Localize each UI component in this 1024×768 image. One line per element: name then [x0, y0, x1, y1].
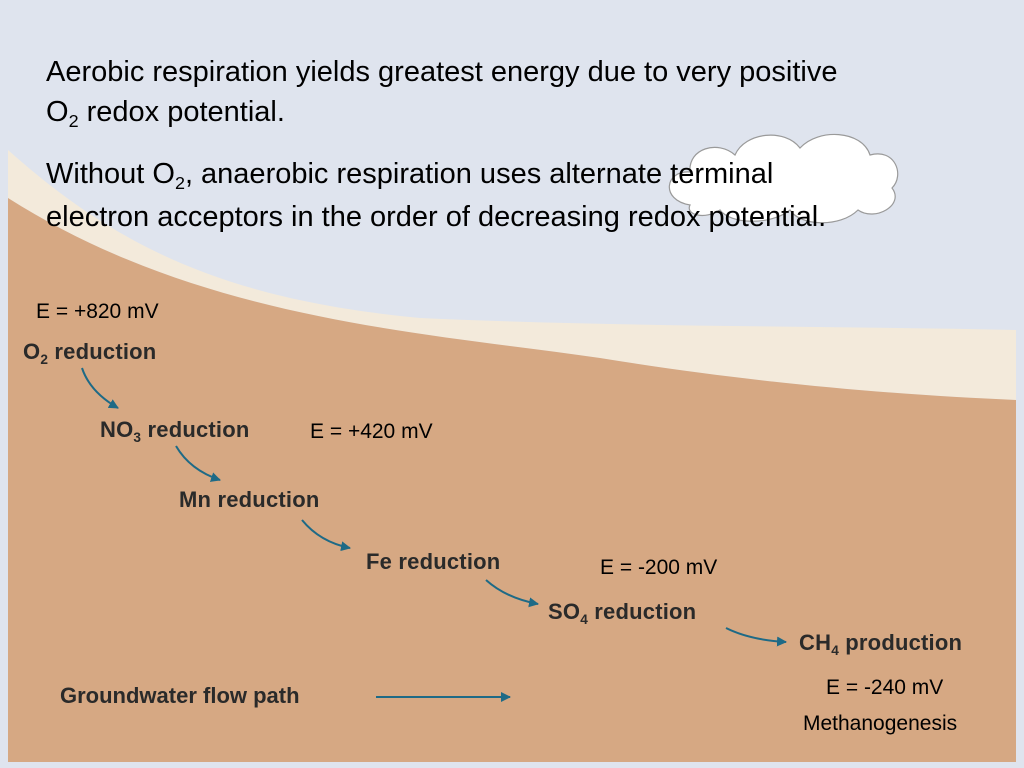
aerobic-line-1: Aerobic respiration yields greatest ener… — [46, 56, 838, 88]
aerobic-line-2-rest: redox potential. — [78, 96, 285, 128]
energy-no3: E = +420 mV — [310, 420, 433, 443]
step-o2-symbol: O — [23, 339, 41, 364]
step-ch4-symbol: CH — [799, 630, 832, 655]
arrow-no3-to-mn — [175, 445, 221, 482]
step-o2-reduction: O2 reduction — [23, 339, 157, 367]
step-ch4-production: CH4 production — [799, 630, 963, 658]
topsoil-layer — [8, 150, 1016, 400]
step-no3-subscript: 3 — [133, 429, 142, 445]
step-ch4-text: production — [838, 630, 963, 655]
soil-ground — [8, 198, 1016, 762]
o2-subscript: 2 — [68, 111, 79, 132]
arrow-mn-to-fe — [301, 519, 351, 552]
step-mn-reduction: Mn reduction — [179, 487, 320, 512]
step-so4-text: reduction — [587, 599, 697, 624]
step-so4-symbol: SO — [548, 599, 581, 624]
step-fe-reduction: Fe reduction — [366, 549, 501, 574]
energy-o2: E = +820 mV — [36, 300, 159, 323]
arrow-o2-to-no3 — [81, 367, 119, 409]
o2-symbol: O — [46, 96, 69, 128]
methanogenesis-label: Methanogenesis — [803, 712, 958, 735]
step-no3-text: reduction — [141, 417, 250, 442]
anaerobic-paragraph: Without O2, anaerobic respiration uses a… — [46, 154, 826, 237]
step-ch4-subscript: 4 — [831, 642, 839, 658]
anaerobic-line-2: electron acceptors in the order of decre… — [46, 201, 827, 233]
energy-ch4: E = -240 mV — [826, 676, 944, 699]
anaerobic-line-1-start: Without O — [46, 158, 175, 190]
arrow-so4-to-ch4 — [725, 627, 787, 647]
arrow-fe-to-so4 — [485, 579, 539, 608]
step-no3-reduction: NO3 reduction — [100, 417, 250, 445]
step-o2-subscript: 2 — [40, 351, 49, 367]
anaerobic-line-1: Without O2, anaerobic respiration uses a… — [46, 154, 826, 197]
cloud — [668, 134, 899, 224]
anaerobic-line-1-rest: , anaerobic respiration uses alternate t… — [184, 158, 774, 190]
o2-subscript-2: 2 — [174, 173, 185, 194]
step-so4-reduction: SO4 reduction — [548, 599, 697, 627]
energy-fe: E = -200 mV — [600, 556, 718, 579]
step-no3-symbol: NO — [100, 417, 134, 442]
step-o2-text: reduction — [48, 339, 157, 364]
aerobic-paragraph: Aerobic respiration yields greatest ener… — [46, 52, 837, 135]
groundwater-flow-label: Groundwater flow path — [60, 683, 300, 708]
aerobic-line-2: O2 redox potential. — [46, 92, 837, 135]
step-so4-subscript: 4 — [580, 611, 588, 627]
